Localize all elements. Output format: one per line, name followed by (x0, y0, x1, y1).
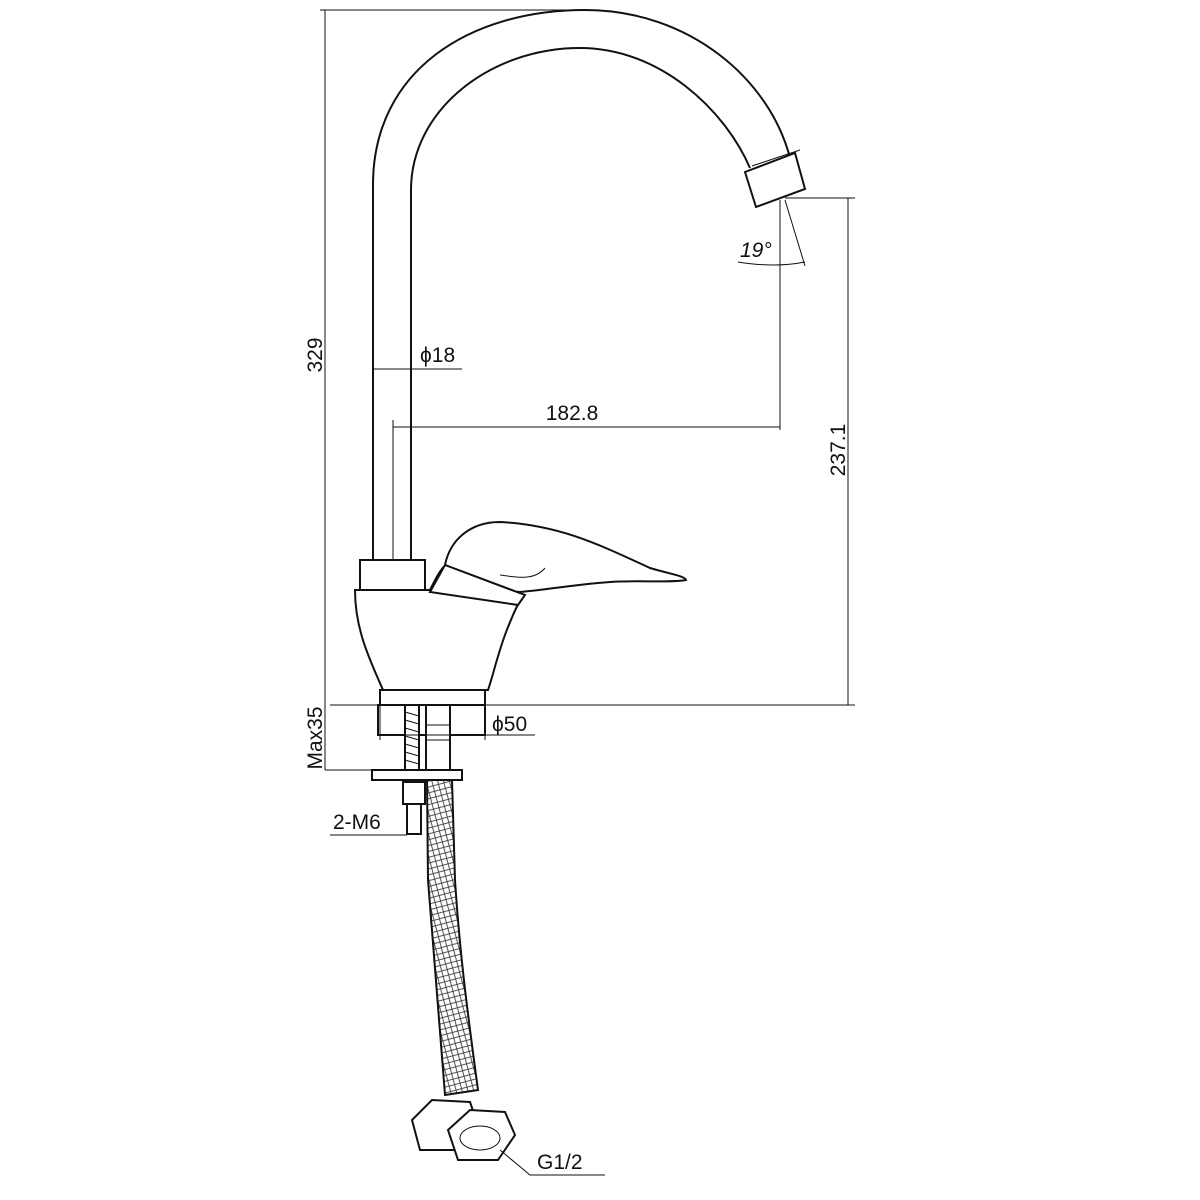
dimension-phi50-label: ϕ50 (492, 713, 527, 736)
flexible-hose (425, 779, 480, 1097)
dimension-spout-diameter: ϕ18 (373, 344, 462, 370)
dimension-19deg-label: 19° (740, 239, 772, 262)
dimension-outlet-height: 237.1 (330, 197, 855, 706)
dimension-237-1-label: 237.1 (827, 424, 850, 477)
dimension-182-8-label: 182.8 (546, 402, 599, 425)
lever-handle (428, 520, 688, 607)
dimension-2m6-label: 2-M6 (333, 811, 381, 834)
dimension-spout-reach: 182.8 (392, 200, 781, 560)
dimension-total-height: 329 (304, 9, 585, 770)
dimension-base-diameter: ϕ50 (379, 705, 535, 740)
dimension-329-label: 329 (304, 337, 327, 372)
dimension-deck-thickness: Max35 (304, 706, 372, 771)
hose-nuts (410, 1098, 517, 1161)
dimension-max35-label: Max35 (304, 706, 327, 769)
dimension-hose-connection: G1/2 (499, 1149, 605, 1176)
dimension-mounting-studs: 2-M6 (330, 811, 407, 836)
dimension-g12-label: G1/2 (537, 1151, 583, 1174)
aerator (743, 149, 807, 209)
dimension-phi18-label: ϕ18 (420, 344, 455, 367)
spout (372, 8, 791, 560)
dimension-outlet-angle: 19° (737, 199, 806, 267)
